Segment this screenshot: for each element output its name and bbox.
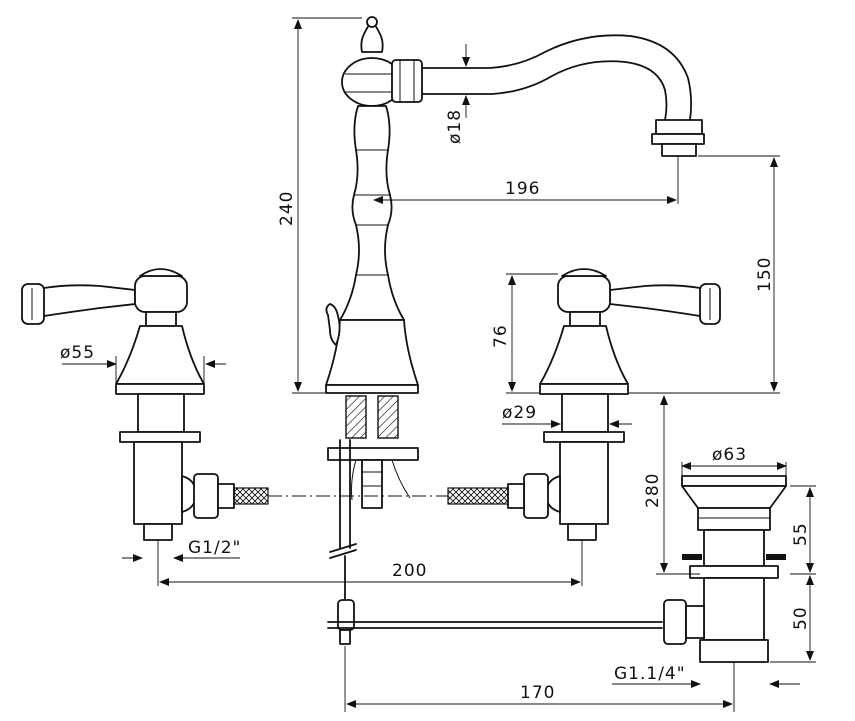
dim-waste-diameter: ø63 (712, 445, 747, 465)
waste-body-lower (703, 577, 765, 641)
left-hose-nut (193, 473, 219, 519)
left-flange (115, 383, 205, 395)
waste-body-upper (697, 507, 771, 531)
right-valve-lower (559, 441, 609, 525)
spout-column (339, 105, 405, 321)
right-braided-hose (447, 487, 509, 505)
pop-up-rod (327, 439, 663, 645)
waste-rod-housing (685, 605, 705, 639)
dim-waste-upper: 55 (791, 522, 811, 546)
waste-lock-nut (689, 565, 779, 579)
left-lever-handle (40, 284, 136, 317)
left-lever-tip (21, 283, 45, 325)
spout-union (391, 59, 423, 103)
dim-waste-lower: 50 (791, 606, 811, 630)
dim-outlet-height: 150 (755, 257, 775, 292)
left-valve-body (115, 325, 205, 385)
pop-up-lever (325, 303, 341, 346)
dim-waste-thread: G1.1/4" (614, 664, 686, 684)
spout-aerator-ring (655, 119, 703, 135)
left-valve-lower (133, 441, 183, 525)
right-valve (447, 268, 721, 541)
right-thread (567, 523, 597, 541)
dim-spout-diameter: ø18 (445, 109, 465, 144)
spout-outlet (661, 143, 697, 157)
spout-shank (361, 459, 383, 509)
dim-handle-spacing: 200 (392, 561, 427, 581)
left-handle-hub (134, 275, 188, 313)
left-lock-nut (119, 431, 201, 443)
dim-spout-reach: 196 (505, 179, 540, 199)
waste-rod-nut (663, 599, 687, 645)
left-valve (21, 268, 269, 541)
left-braided-hose (233, 487, 269, 505)
waste-body-middle (703, 529, 765, 567)
right-handle-neck (569, 311, 601, 327)
dim-spout-height: 240 (277, 191, 297, 226)
dim-connection-thread: G1/2" (188, 538, 241, 558)
right-lock-nut (543, 431, 625, 443)
spout-lock-plate (327, 447, 419, 461)
spout-base-plate (325, 384, 419, 394)
right-hose-nut (523, 473, 549, 519)
right-lever-handle (609, 284, 704, 317)
waste-flange-top (681, 475, 787, 487)
dim-flange-diameter: ø55 (60, 343, 95, 363)
dimension-lines (62, 17, 816, 712)
dim-handle-height: 76 (491, 324, 511, 348)
left-hose-ferrule (217, 483, 235, 509)
right-valve-body (539, 325, 629, 385)
left-thread (143, 523, 173, 541)
right-handle-hub (557, 275, 611, 313)
right-valve-shank (561, 393, 609, 433)
spout-aerator (651, 133, 705, 145)
dim-rod-distance: 170 (520, 683, 555, 703)
right-flange (539, 383, 629, 395)
rod-clamp (337, 599, 355, 631)
spout-assembly (325, 16, 705, 509)
waste-flange (681, 485, 787, 509)
left-valve-shank (137, 393, 185, 433)
finial-knob (366, 16, 378, 28)
waste-outlet (699, 639, 769, 663)
rod-end (339, 629, 351, 645)
spout-fitting-right (377, 395, 399, 439)
spout-arm (421, 34, 693, 121)
dim-body-diameter: ø29 (502, 403, 537, 423)
pop-up-waste (663, 475, 787, 663)
right-hose-ferrule (507, 483, 525, 509)
spout-fitting-left (345, 395, 367, 439)
waste-washer-left (682, 554, 702, 560)
dim-waste-height: 280 (643, 473, 663, 508)
waste-washer-right (766, 554, 786, 560)
left-handle-neck (145, 311, 177, 327)
